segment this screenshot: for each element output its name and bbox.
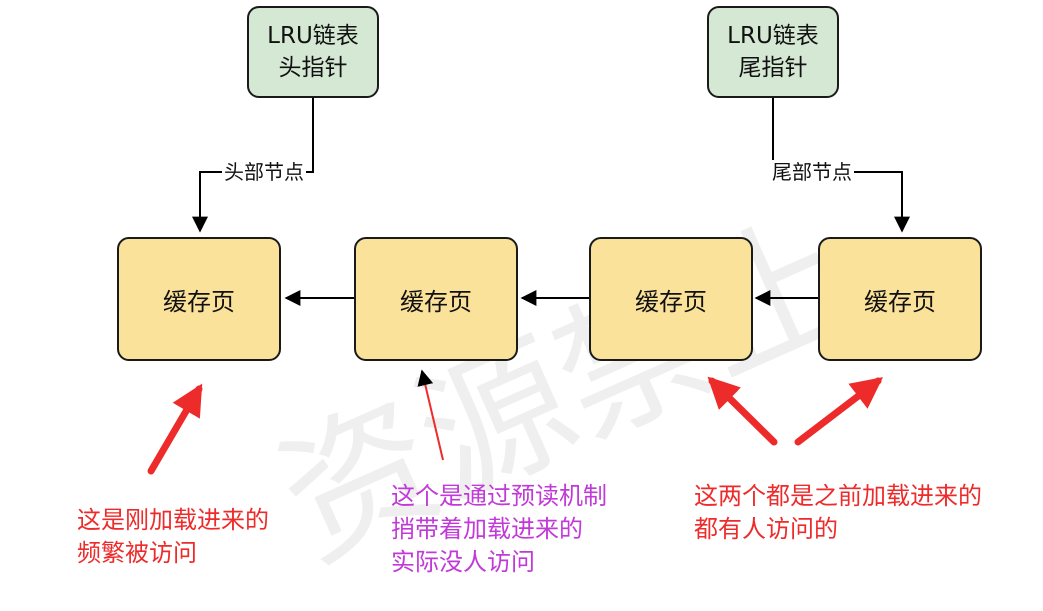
cache-page-3: 缓存页 (589, 237, 753, 361)
lru-head-pointer: LRU链表 头指针 (247, 6, 379, 98)
purple-arrow-prefetch (417, 369, 444, 461)
head-node-label: 头部节点 (222, 160, 306, 184)
lru-tail-pointer: LRU链表 尾指针 (707, 6, 839, 98)
cache-page-2: 缓存页 (354, 237, 518, 361)
red-arrow-older-right (794, 377, 884, 446)
annotation-prefetch: 这个是通过预读机制 捎带着加载进来的 实际没人访问 (391, 482, 607, 576)
annotation-older: 这两个都是之前加载进来的 都有人访问的 (694, 482, 982, 543)
cache-page-4: 缓存页 (818, 237, 982, 361)
annotation-recent: 这是刚加载进来的 频繁被访问 (77, 506, 269, 567)
cache-page-1: 缓存页 (117, 237, 281, 361)
red-arrow-older-left (707, 376, 778, 446)
red-arrow-recent (147, 383, 203, 475)
tail-node-label: 尾部节点 (770, 160, 854, 184)
